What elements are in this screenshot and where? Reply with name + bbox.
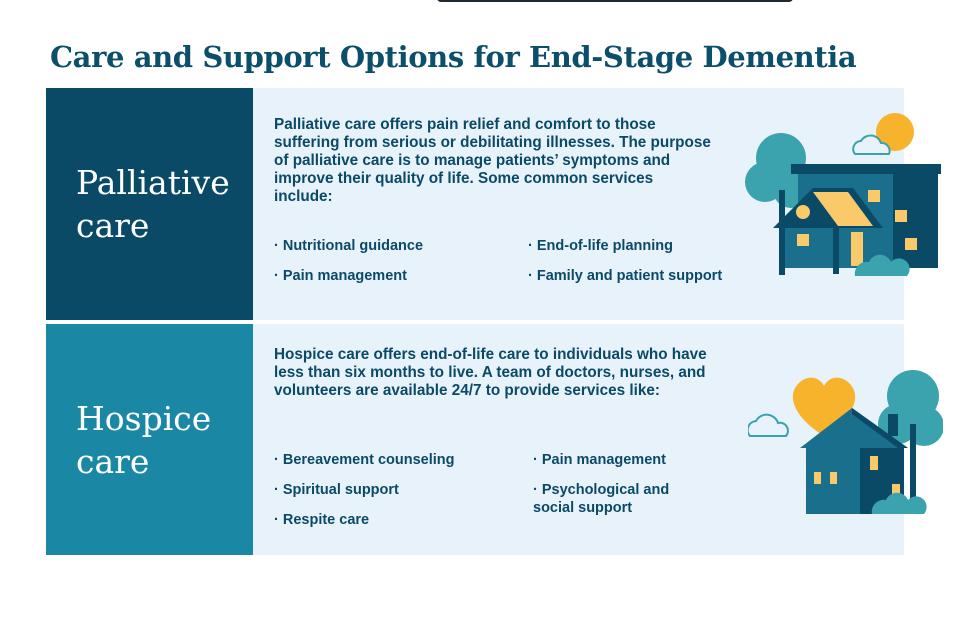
palliative-service-item: · Pain management — [274, 268, 407, 284]
palliative-care-section: Palliative care Palliative care offers p… — [46, 88, 941, 320]
house-with-heart-illustration-icon — [748, 370, 943, 514]
hospice-service-item: · Pain management — [533, 452, 666, 468]
palliative-content: Palliative care offers pain relief and c… — [253, 88, 941, 320]
hospice-service-item: · Psychological and social support — [533, 482, 670, 516]
hospice-service-item: · Bereavement counseling — [274, 452, 455, 468]
palliative-label: Palliative care — [76, 163, 230, 245]
hospice-care-section: Hospice care Hospice care offers end-of-… — [46, 324, 943, 555]
palliative-service-item: · Nutritional guidance — [274, 238, 424, 254]
hospice-content: Hospice care offers end-of-life care to … — [253, 324, 943, 555]
palliative-description: Palliative care offers pain relief and c… — [274, 116, 711, 205]
page-title: Care and Support Options for End-Stage D… — [50, 40, 857, 74]
palliative-service-item: · Family and patient support — [528, 268, 723, 284]
house-with-trees-illustration-icon — [745, 113, 941, 276]
palliative-service-item: · End-of-life planning — [528, 238, 673, 254]
hospice-description: Hospice care offers end-of-life care to … — [274, 346, 707, 399]
hospice-label-box: Hospice care — [46, 324, 253, 555]
hospice-label: Hospice care — [76, 398, 212, 481]
palliative-label-box: Palliative care — [46, 88, 253, 320]
hospice-service-item: · Respite care — [274, 512, 370, 528]
top-decorative-bar — [437, 0, 793, 2]
hospice-service-item: · Spiritual support — [274, 482, 399, 498]
